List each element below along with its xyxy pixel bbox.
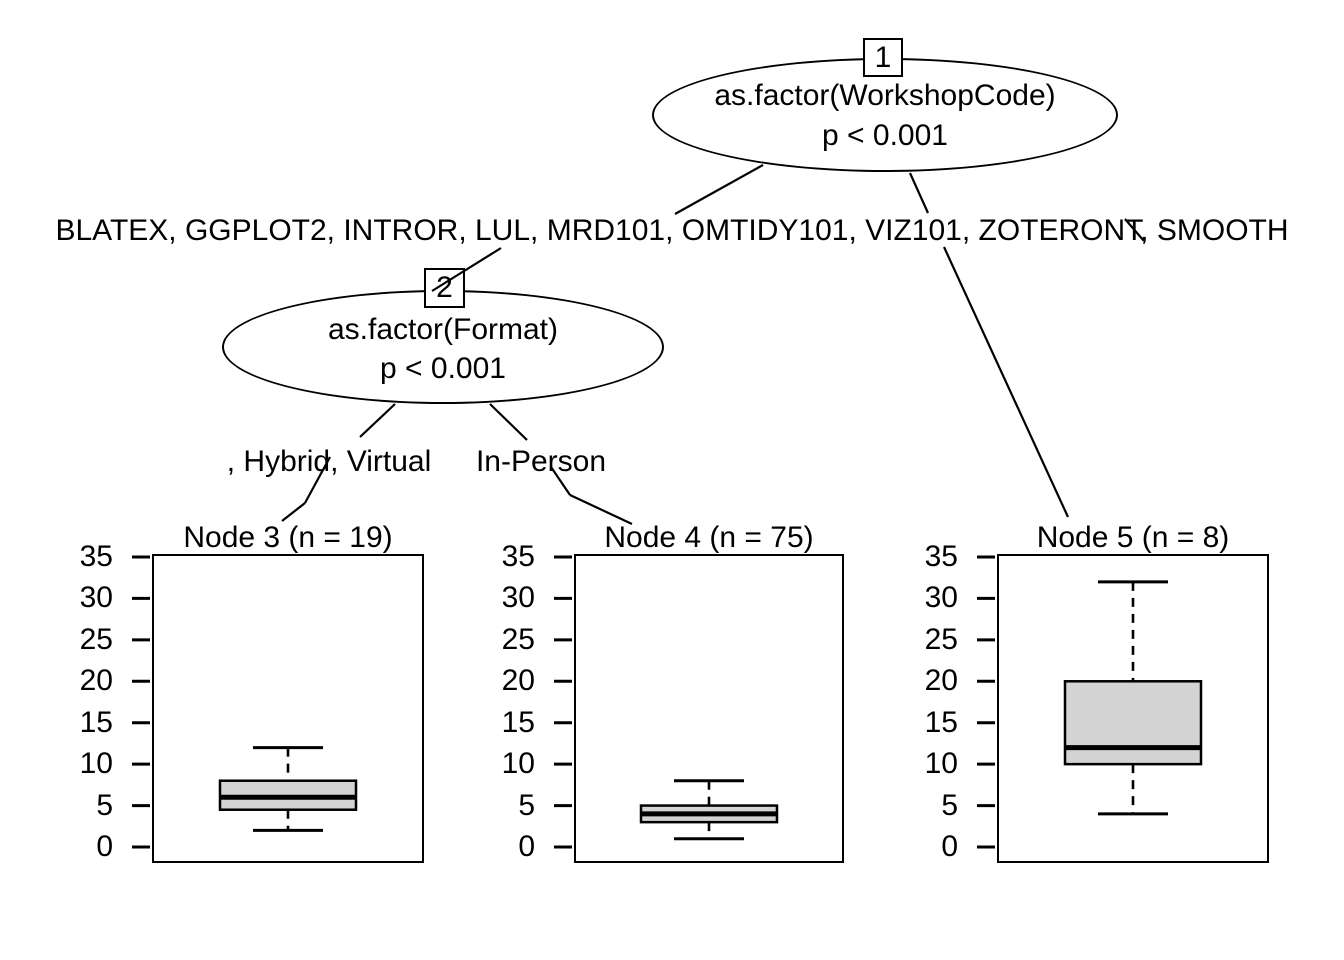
y-tick-label: 30 [79, 581, 113, 615]
y-tick-label: 10 [501, 747, 535, 781]
edge-label-node1-left-categories: BLATEX, GGPLOT2, INTROR, LUL, MRD101, OM… [55, 214, 1289, 247]
node-2-id-badge: 2 [424, 268, 465, 308]
y-tick-label: 20 [79, 664, 113, 698]
split-node-1-ellipse [652, 58, 1118, 172]
y-tick-label: 35 [501, 540, 535, 573]
y-tick-label: 25 [79, 622, 113, 656]
node-1-id-badge: 1 [863, 38, 903, 77]
node-2-split-variable: as.factor(Format) [327, 313, 559, 346]
y-tick-label: 5 [941, 788, 958, 822]
panel-title-node-5: Node 5 (n = 8) [1036, 521, 1230, 554]
y-tick-label: 15 [79, 705, 113, 739]
y-tick-label: 30 [501, 581, 535, 615]
y-tick-label: 25 [501, 622, 535, 656]
edge-label-node2-left-formats: , Hybrid, Virtual [226, 445, 432, 478]
y-tick-label: 30 [924, 581, 958, 615]
edge-label-node2-right-format: In-Person [475, 445, 607, 478]
node-1-split-variable: as.factor(WorkshopCode) [714, 79, 1056, 112]
y-tick-label: 0 [518, 830, 535, 863]
y-tick-label: 10 [924, 747, 958, 781]
y-tick-label: 5 [518, 788, 535, 822]
y-tick-label: 20 [501, 664, 535, 698]
y-tick-label: 5 [96, 788, 113, 822]
y-tick-label: 0 [96, 830, 113, 863]
y-tick-label: 10 [79, 747, 113, 781]
node-2-p-value: p < 0.001 [380, 352, 506, 385]
y-tick-label: 15 [501, 705, 535, 739]
node-1-p-value: p < 0.001 [822, 119, 948, 152]
y-tick-label: 15 [924, 705, 958, 739]
y-tick-label: 25 [924, 622, 958, 656]
y-tick-label: 0 [941, 830, 958, 863]
y-tick-label: 35 [924, 540, 958, 573]
split-node-2-ellipse [222, 290, 664, 404]
panel-title-node-4: Node 4 (n = 75) [604, 521, 814, 554]
y-tick-label: 20 [924, 664, 958, 698]
panel-title-node-3: Node 3 (n = 19) [183, 521, 393, 554]
y-tick-label: 35 [79, 540, 113, 573]
